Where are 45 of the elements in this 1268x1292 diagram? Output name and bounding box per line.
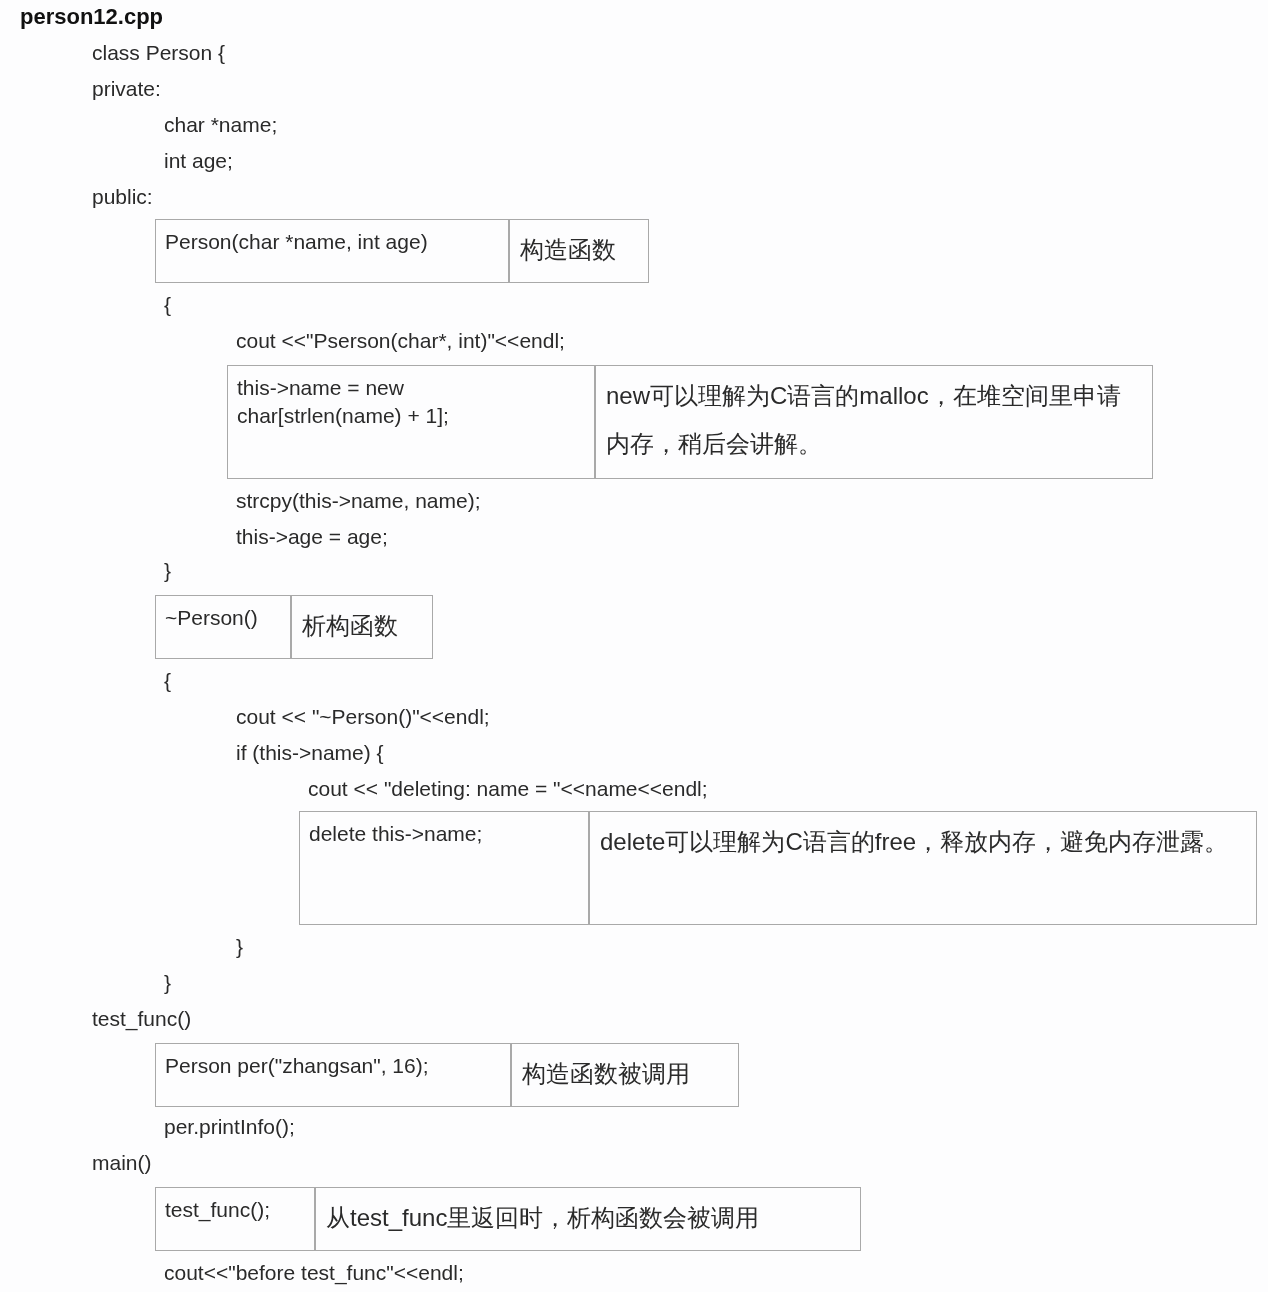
code-line: if (this->name) { xyxy=(236,740,384,766)
annotation-cell xyxy=(315,1187,861,1251)
code-line: strcpy(this->name, name); xyxy=(236,488,481,514)
annotation-cell xyxy=(291,595,433,659)
code-line: this->age = age; xyxy=(236,524,388,550)
code-line: public: xyxy=(92,184,153,210)
annotation-text: 构造函数 xyxy=(520,235,617,265)
code-line: class Person { xyxy=(92,40,226,66)
annotation-text: new可以理解为C语言的malloc，在堆空间里申请内存，稍后会讲解。 xyxy=(606,381,1122,459)
annotation-text: 析构函数 xyxy=(302,611,399,641)
code-line: int age; xyxy=(164,148,233,174)
code-line: cout << "deleting: name = "<<name<<endl; xyxy=(308,776,708,802)
code-text: delete this->name; xyxy=(309,821,484,847)
code-line: cout << "~Person()"<<endl; xyxy=(236,704,490,730)
annotation-text: 构造函数被调用 xyxy=(522,1059,691,1089)
code-cell xyxy=(155,219,509,283)
code-cell xyxy=(155,1043,511,1107)
annotation-cell xyxy=(511,1043,739,1107)
annotation-text: delete可以理解为C语言的free，释放内存，避免内存泄露。 xyxy=(600,827,1230,857)
code-line: per.printInfo(); xyxy=(164,1114,295,1140)
code-cell xyxy=(299,811,589,925)
code-text: ~Person() xyxy=(165,605,259,631)
annotation-cell xyxy=(595,365,1153,479)
code-line: { xyxy=(164,292,171,318)
code-line: } xyxy=(236,934,243,960)
code-cell xyxy=(227,365,595,479)
code-line: test_func() xyxy=(92,1006,192,1033)
code-cell xyxy=(155,1187,315,1251)
code-cell xyxy=(155,595,291,659)
annotation-cell xyxy=(589,811,1257,925)
code-line: main() xyxy=(92,1150,152,1176)
code-text: Person per("zhangsan", 16); xyxy=(165,1053,430,1079)
code-line: } xyxy=(164,558,171,584)
code-line: } xyxy=(164,970,171,996)
code-line: cout <<"Pserson(char*, int)"<<endl; xyxy=(236,328,565,354)
code-text: this->name = new char[strlen(name) + 1]; xyxy=(237,375,450,429)
code-text: test_func(); xyxy=(165,1197,272,1224)
code-line: cout<<"before test_func"<<endl; xyxy=(164,1260,464,1287)
annotation-cell xyxy=(509,219,649,283)
file-name-heading: person12.cpp xyxy=(20,3,164,31)
code-line: { xyxy=(164,668,171,694)
code-text: Person(char *name, int age) xyxy=(165,229,429,255)
code-line: private: xyxy=(92,76,161,102)
annotation-text: 从test_func里返回时，析构函数会被调用 xyxy=(326,1203,761,1233)
code-line: char *name; xyxy=(164,112,278,138)
